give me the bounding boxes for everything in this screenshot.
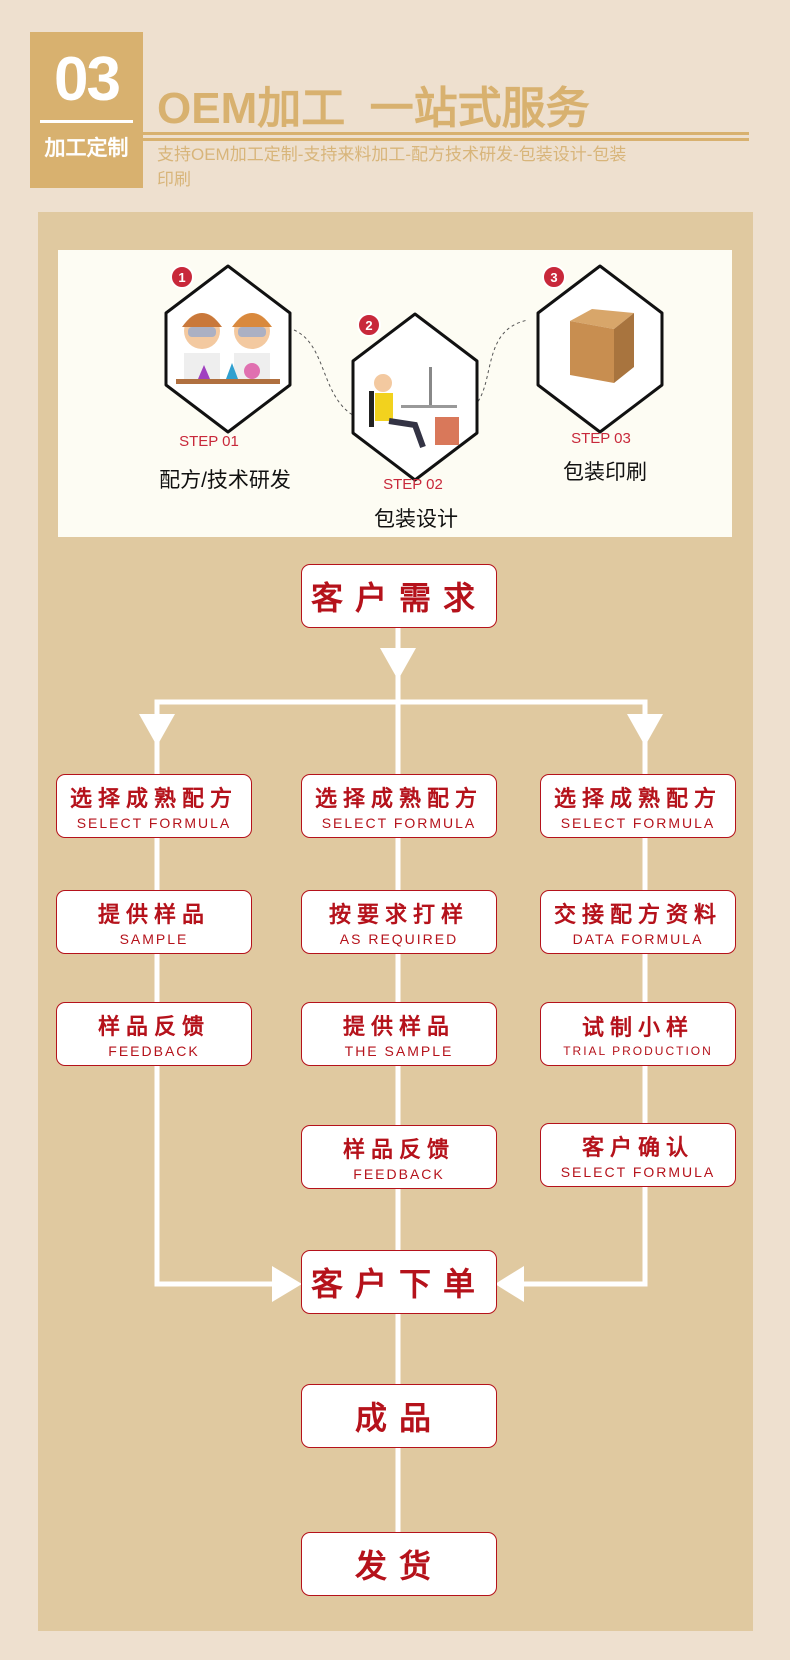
step-label: STEP 01 — [179, 433, 239, 450]
arrow-right-icon — [272, 1266, 302, 1302]
divider — [40, 120, 133, 123]
step-label: STEP 03 — [571, 430, 631, 447]
cardboard-box-illustration: 3 — [536, 264, 664, 434]
svg-text:3: 3 — [550, 270, 557, 285]
flow-step-ship: 发货 — [301, 1532, 497, 1596]
scientists-illustration: 1 — [164, 264, 292, 434]
arrow-down-icon — [380, 648, 416, 680]
flow-step-order: 客户下单 — [301, 1250, 497, 1314]
section-number: 03 — [54, 45, 121, 114]
svg-text:1: 1 — [178, 270, 185, 285]
title-rule — [143, 132, 749, 135]
section-badge: 03 加工定制 — [30, 32, 143, 188]
dashed-connector — [469, 319, 529, 411]
svg-text:2: 2 — [365, 318, 372, 333]
branch-line — [154, 699, 648, 745]
arrow-down-icon — [627, 714, 663, 746]
flow-step-product: 成品 — [301, 1384, 497, 1448]
page-title: OEM加工 一站式服务 — [157, 84, 590, 133]
badge-label: 加工定制 — [44, 137, 129, 160]
arrow-down-icon — [139, 714, 175, 746]
arrow-left-icon — [495, 1266, 524, 1302]
step-name: 包装印刷 — [563, 461, 647, 484]
step-name: 包装设计 — [374, 508, 458, 531]
page-subtitle: 支持OEM加工定制-支持来料加工-配方技术研发-包装设计-包装印刷 — [157, 145, 627, 189]
title-rule — [143, 138, 749, 141]
designer-at-desk-illustration: 2 — [351, 312, 479, 482]
step-name: 配方/技术研发 — [159, 469, 291, 492]
dashed-connector — [293, 329, 359, 419]
flow-step-customer-demand: 客户需求 — [301, 564, 497, 628]
steps-card: 1 2 3 STEP 01 配方/技术研发 STEP 02 包装设计 STEP … — [58, 250, 732, 537]
step-label: STEP 02 — [383, 476, 443, 493]
steps-graphic: 1 2 3 — [164, 264, 664, 482]
